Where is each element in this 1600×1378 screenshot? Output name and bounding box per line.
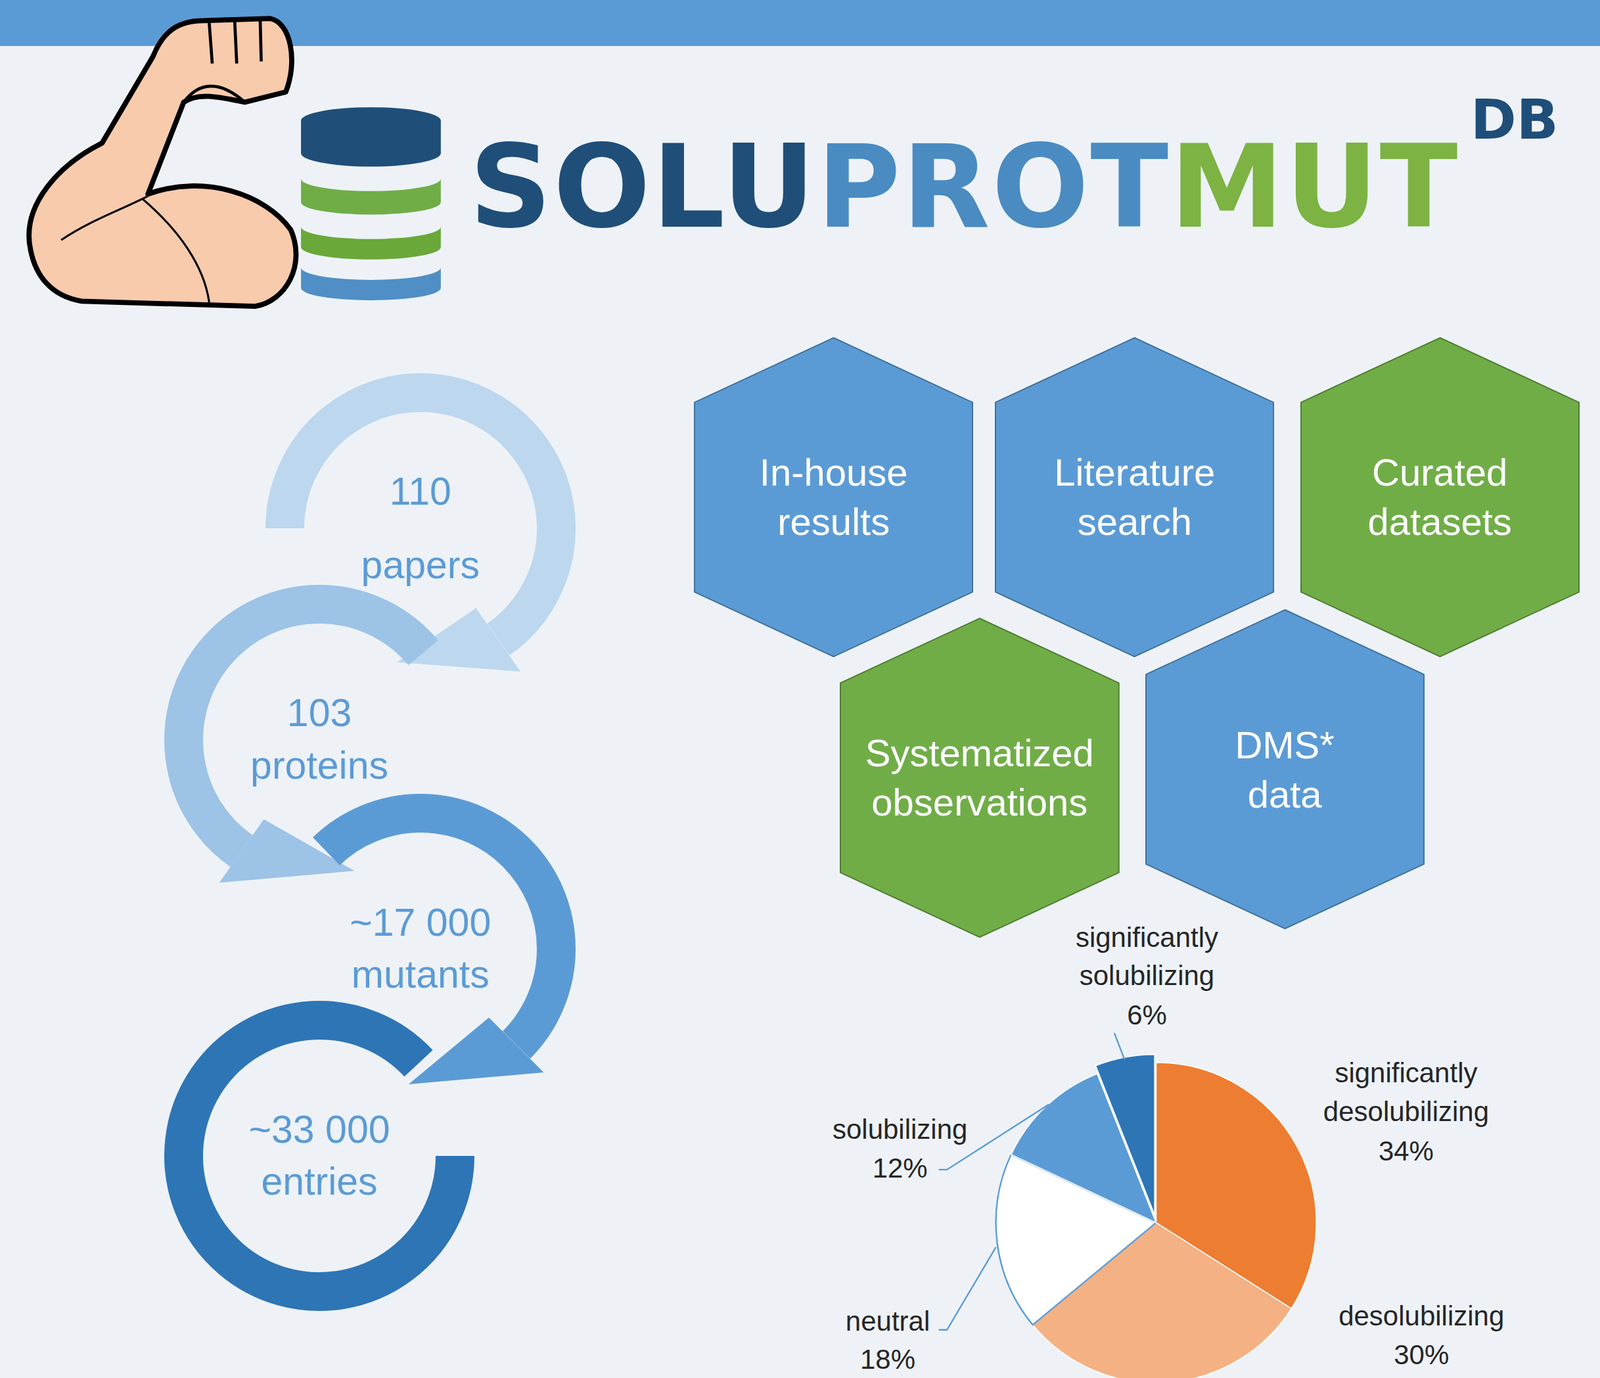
cycle-ring: ~33 000 entries (164, 1000, 475, 1311)
logo-superscript: DB (1470, 91, 1559, 148)
hexagon-shape (839, 617, 1121, 939)
source-text: DMS* data (1202, 720, 1367, 820)
hexagon-shape (994, 336, 1275, 658)
count-text: 110 papers (341, 454, 500, 602)
hexagon-outline (694, 337, 973, 657)
cycle-ring: 103 proteins (164, 584, 475, 895)
count-text: 103 proteins (227, 687, 412, 792)
source-hexagon: Literature search (994, 336, 1275, 658)
source-hexagon: Curated datasets (1299, 336, 1581, 658)
source-hexagon: DMS* data (1144, 608, 1426, 930)
text-column: 110 papers (341, 454, 500, 602)
text-column: Curated datasets (1331, 447, 1549, 547)
percent-label: 18% (792, 1339, 983, 1378)
hexagon-outline (1301, 337, 1579, 657)
text-column: Systematized observations (852, 728, 1106, 828)
node-body: Curated datasets (1299, 336, 1581, 658)
flexed-arm (28, 18, 296, 307)
hexagon-outline (995, 337, 1274, 657)
text-column: In-house results (725, 447, 943, 547)
percent-label: 12% (804, 1149, 996, 1189)
node-body: In-house results (693, 336, 974, 658)
slice-label: significantly solubilizing (1051, 918, 1242, 997)
source-text: Systematized observations (852, 728, 1106, 828)
ring-arc (164, 584, 475, 895)
hexagon-outline (1145, 609, 1424, 929)
hexagon-shape (693, 336, 974, 658)
slice-label: significantly desolubilizing (1310, 1053, 1502, 1132)
node-body: 103 proteins (164, 584, 475, 895)
leader-lines (938, 1032, 1125, 1330)
count-text: ~33 000 entries (224, 1103, 415, 1209)
source-text: Curated datasets (1331, 447, 1549, 547)
percent-label: 6% (1051, 996, 1242, 1035)
logo-wordmark: SOLUPROTMUT (469, 130, 1459, 245)
logo-part: PROT (816, 120, 1171, 254)
text-column: ~33 000 entries (224, 1103, 415, 1209)
hexagon-outline (840, 618, 1120, 938)
pie-slice (1095, 1054, 1155, 1215)
logo-part: SOLU (469, 120, 817, 254)
source-hexagon: In-house results (693, 336, 974, 658)
hexagon-shape (1144, 608, 1426, 930)
pie-chart (996, 1054, 1317, 1378)
text-column: DMS* data (1202, 720, 1367, 820)
hexagon-shape (1299, 336, 1581, 658)
count-text: ~17 000 mutants (325, 896, 516, 1002)
node-body: ~33 000 entries (164, 1000, 475, 1311)
slice-label: solubilizing (804, 1110, 996, 1150)
text-column: 103 proteins (227, 687, 412, 792)
slice-label: desolubilizing (1325, 1297, 1517, 1336)
text-column: Literature search (1026, 447, 1244, 547)
ring-arc (164, 1000, 475, 1311)
node-body: DMS* data (1144, 608, 1426, 930)
node-body: Literature search (994, 336, 1275, 658)
node-body: Systematized observations (839, 617, 1121, 939)
slice-label: neutral (792, 1302, 983, 1342)
source-hexagon: Systematized observations (839, 617, 1121, 939)
text-column: ~17 000 mutants (325, 896, 516, 1002)
database-icon (300, 107, 441, 301)
source-text: In-house results (725, 447, 943, 547)
logo-part: MUT (1169, 120, 1459, 254)
ring-stroke (183, 1020, 456, 1292)
percent-label: 34% (1310, 1131, 1502, 1171)
percent-label: 30% (1325, 1335, 1517, 1375)
source-text: Literature search (1026, 447, 1244, 547)
